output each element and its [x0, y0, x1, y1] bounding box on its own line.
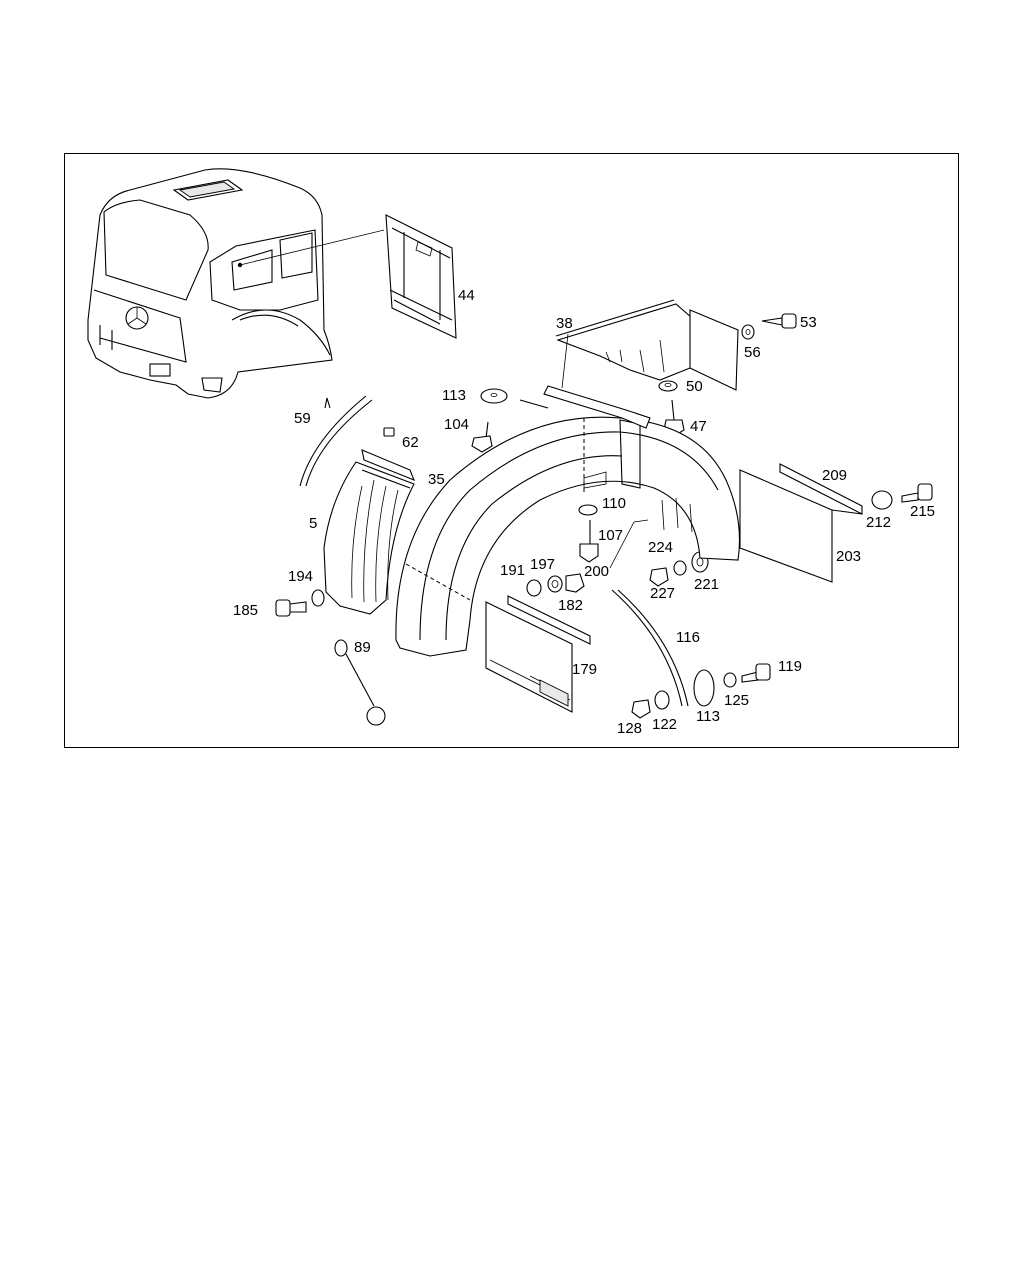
label-119: 119 — [778, 658, 802, 675]
label-35: 35 — [428, 471, 445, 488]
label-62: 62 — [402, 434, 419, 451]
label-221: 221 — [694, 576, 719, 593]
label-212: 212 — [866, 514, 891, 531]
label-215: 215 — [910, 503, 935, 520]
label-185: 185 — [233, 602, 258, 619]
label-194: 194 — [288, 568, 313, 585]
label-53: 53 — [800, 314, 817, 331]
label-38: 38 — [556, 315, 573, 332]
label-122: 122 — [652, 716, 677, 733]
label-89: 89 — [354, 639, 371, 656]
label-179: 179 — [572, 661, 597, 678]
label-107: 107 — [598, 527, 623, 544]
part-44-panel — [385, 214, 457, 339]
label-104: 104 — [444, 416, 469, 433]
part-179-flap — [485, 595, 591, 713]
edge-strips — [299, 395, 689, 707]
label-125: 125 — [724, 692, 749, 709]
label-5: 5 — [309, 515, 317, 532]
label-203: 203 — [836, 548, 861, 565]
label-200: 200 — [584, 563, 609, 580]
label-50: 50 — [686, 378, 703, 395]
label-191: 191 — [500, 562, 525, 579]
label-182: 182 — [558, 597, 583, 614]
truck-cab-illustration — [87, 168, 385, 399]
label-44: 44 — [458, 287, 475, 304]
label-227: 227 — [650, 585, 675, 602]
part-labels: 44 38 53 56 50 47 113 104 59 62 35 5 110… — [233, 287, 935, 737]
label-113-top: 113 — [442, 387, 466, 404]
label-224: 224 — [648, 539, 673, 556]
label-116: 116 — [676, 629, 700, 646]
part-203-flap — [739, 463, 863, 583]
part-5-mudguard — [323, 461, 415, 615]
label-209: 209 — [822, 467, 847, 484]
part-38-bracket — [555, 299, 739, 391]
label-128: 128 — [617, 720, 642, 737]
label-59: 59 — [294, 410, 311, 427]
leader-lines — [561, 333, 649, 569]
label-110: 110 — [602, 495, 626, 512]
label-113-bottom: 113 — [696, 708, 720, 725]
label-47: 47 — [690, 418, 707, 435]
label-197: 197 — [530, 556, 555, 573]
part-35-fender — [395, 416, 740, 657]
fender-support-rail — [361, 385, 651, 481]
label-56: 56 — [744, 344, 761, 361]
